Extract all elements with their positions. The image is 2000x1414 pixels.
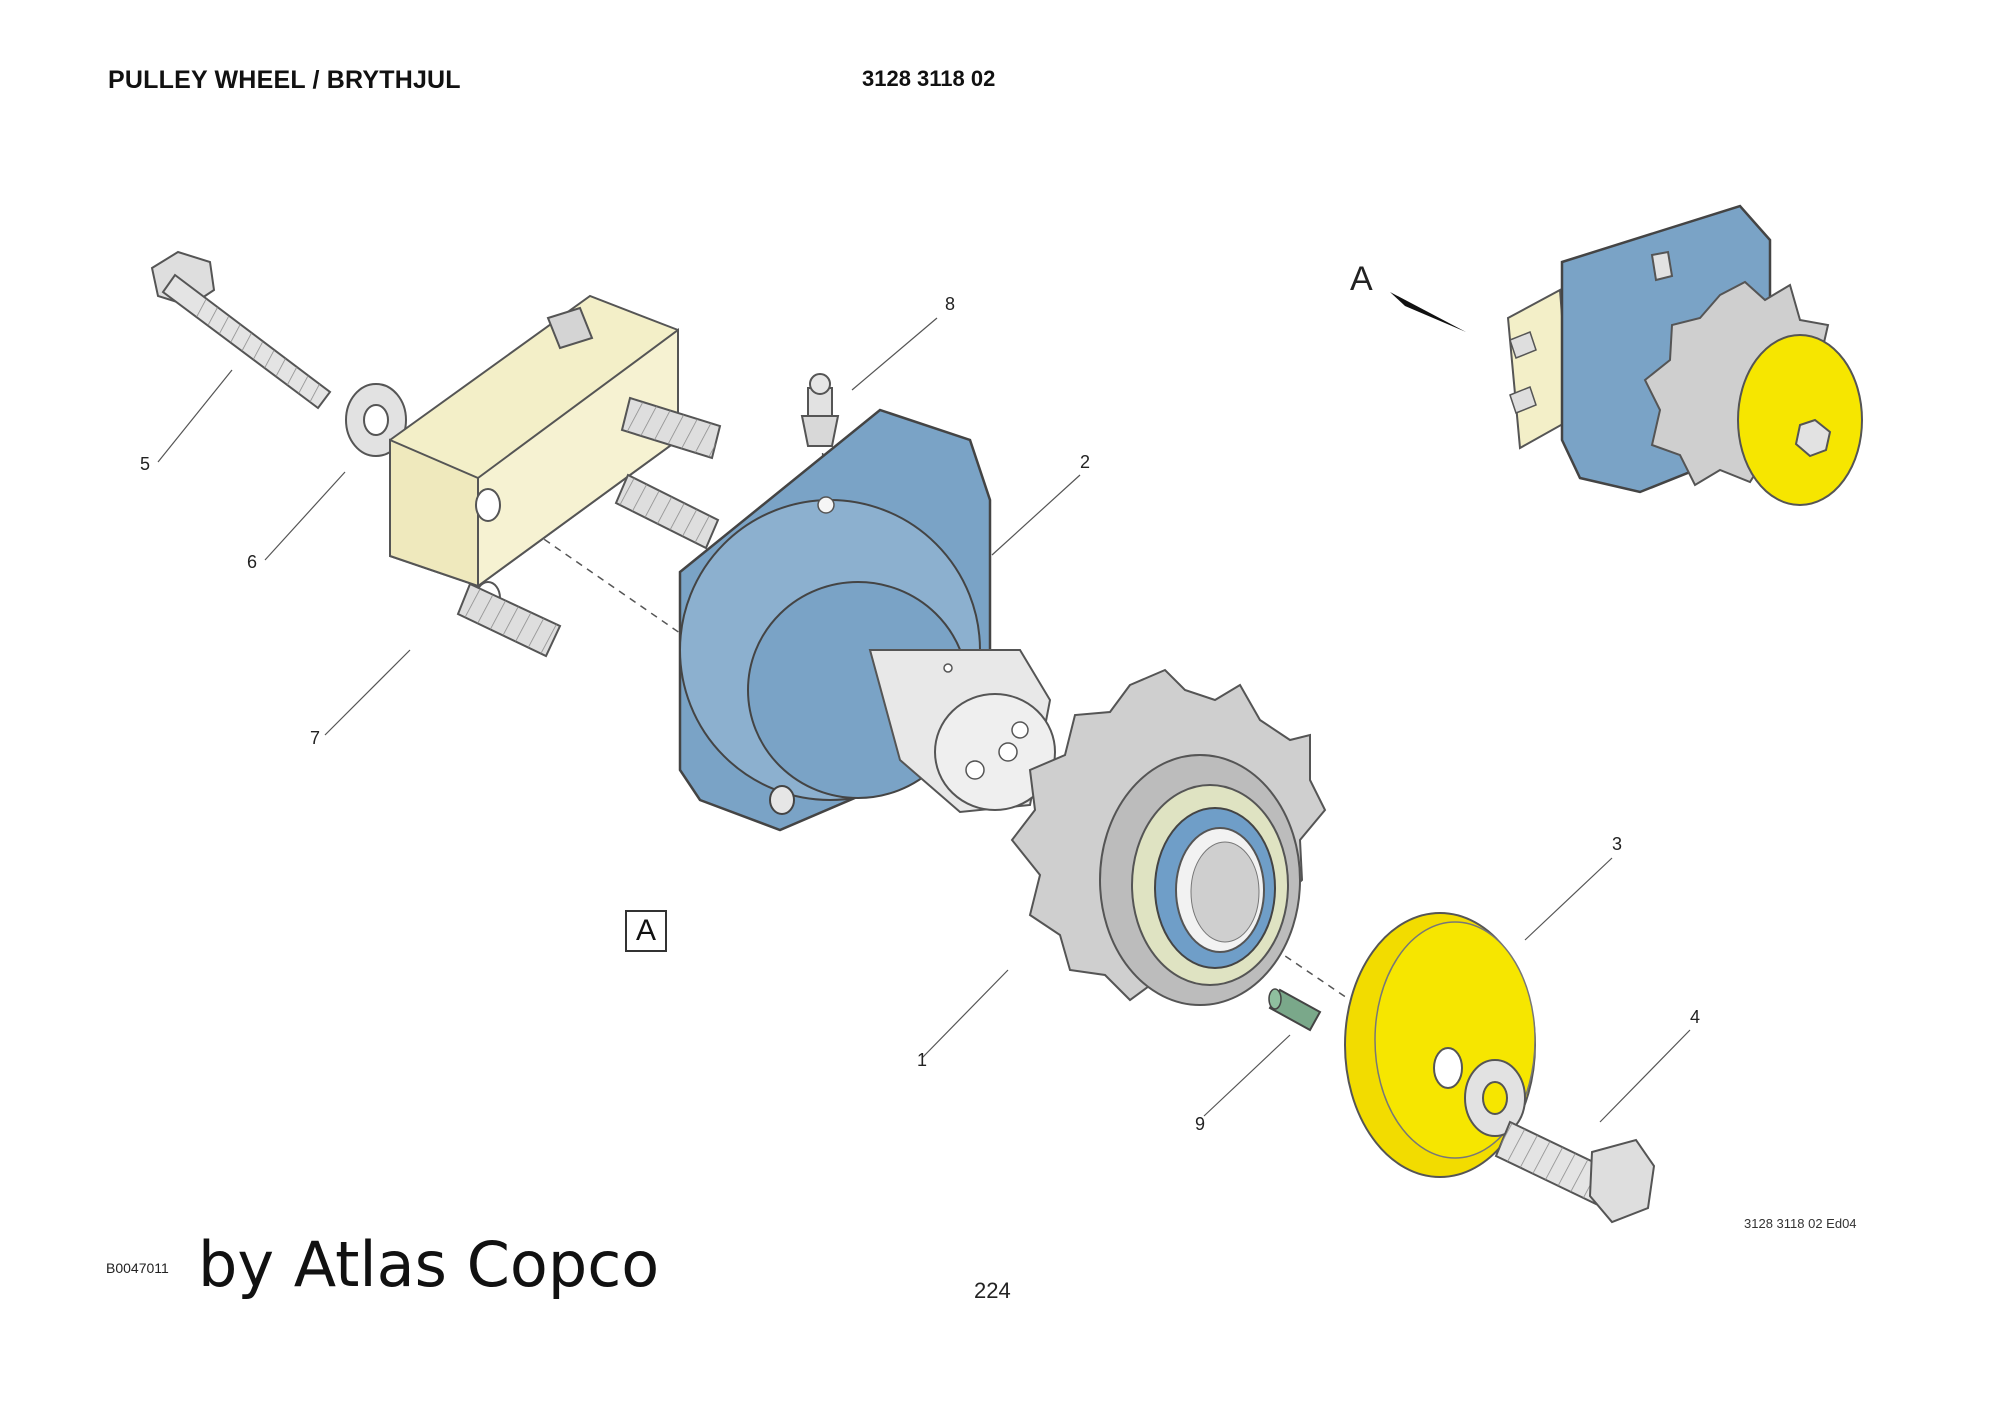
- callout-2: 2: [1080, 452, 1090, 472]
- callout-6: 6: [247, 552, 257, 572]
- callout-5: 5: [140, 454, 150, 474]
- roll-pin: [1268, 988, 1322, 1032]
- drawing-code: B0047011: [106, 1260, 169, 1276]
- grease-nipple: [800, 373, 840, 447]
- leader-lines: [157, 317, 1691, 1123]
- mounting-plate: [389, 294, 722, 658]
- callout-9: 9: [1195, 1114, 1205, 1134]
- page-number: 224: [974, 1278, 1011, 1303]
- page-title: PULLEY WHEEL / BRYTHJUL: [108, 66, 461, 94]
- callout-7: 7: [310, 728, 320, 748]
- brand-text: by Atlas Copco: [198, 1228, 660, 1301]
- bolt-left: [150, 250, 332, 410]
- callout-8: 8: [945, 294, 955, 314]
- callout-4: 4: [1690, 1007, 1700, 1027]
- assembled-view-a: [1506, 204, 1863, 506]
- bolt-right: [1464, 1059, 1656, 1224]
- washer-left: [345, 383, 407, 457]
- callout-1: 1: [917, 1050, 927, 1070]
- edition-label: 3128 3118 02 Ed04: [1744, 1216, 1857, 1231]
- bearing-housing: [678, 408, 1056, 832]
- callout-numbers: 1 2 3 4 5 6 7 8 9: [140, 294, 1700, 1134]
- view-a-box: A: [625, 910, 667, 952]
- view-arrow: A: [1350, 260, 1466, 332]
- callout-3: 3: [1612, 834, 1622, 854]
- view-a-letter: A: [1350, 260, 1373, 298]
- sprocket-wheel: [1010, 668, 1327, 1006]
- part-number: 3128 3118 02: [862, 66, 996, 91]
